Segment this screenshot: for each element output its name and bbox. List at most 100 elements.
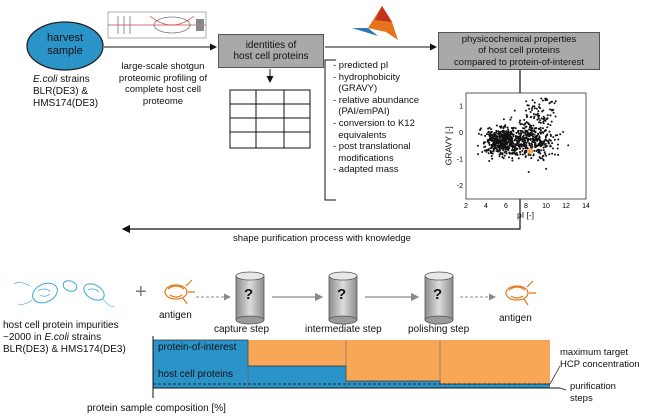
scatter-point — [538, 114, 541, 117]
scatter-point — [504, 124, 507, 127]
hcp-line1: host cell protein impurities — [3, 320, 119, 331]
composition-ylabel: protein sample composition [%] — [87, 403, 226, 414]
scatter-point — [553, 102, 556, 105]
scatter-point — [510, 116, 513, 119]
polishing-column-icon — [424, 271, 454, 325]
scatter-point — [489, 138, 491, 141]
scatter-point — [490, 134, 493, 137]
scatter-point — [503, 151, 506, 154]
scatter-point — [542, 131, 545, 134]
scatter-point — [494, 133, 497, 136]
scatter-point — [492, 150, 494, 153]
scatter-point — [518, 144, 521, 147]
scatter-point — [562, 131, 565, 133]
scatter-point — [529, 111, 532, 113]
scatter-point — [516, 137, 518, 140]
scatter-point — [501, 142, 504, 145]
scatter-point — [537, 150, 540, 153]
ecoli-cells-icon — [13, 280, 116, 308]
scatter-point — [552, 111, 555, 114]
scatter-point — [549, 108, 552, 111]
scatter-point — [521, 140, 524, 143]
scatter-point — [557, 138, 560, 141]
scatter-point — [534, 144, 537, 147]
strains-italic: E.coli — [33, 74, 58, 85]
scatter-point — [537, 132, 540, 135]
scatter-point — [554, 134, 557, 137]
scatter-point — [480, 133, 483, 136]
scatter-point — [492, 142, 495, 145]
scatter-point — [546, 117, 549, 120]
scatter-point — [484, 145, 487, 148]
scatter-point — [532, 140, 535, 143]
scatter-point — [539, 152, 542, 155]
scatter-point — [490, 130, 493, 133]
scatter-point — [533, 129, 536, 132]
scatter-point — [490, 144, 493, 146]
property-item: - predicted pI — [333, 60, 389, 71]
scatter-point — [536, 118, 539, 121]
scatter-point — [537, 110, 540, 113]
hcp-impurities-label: host cell protein impurities ~2000 in E.… — [3, 320, 126, 356]
scatter-point — [549, 145, 552, 148]
scatter-point — [495, 136, 498, 139]
scatter-point — [532, 153, 535, 156]
scatter-point — [497, 145, 499, 148]
scatter-point — [536, 139, 538, 142]
scatter-point — [519, 139, 521, 142]
scatter-point — [514, 149, 517, 152]
scatter-point — [532, 135, 535, 138]
scatter-point — [522, 142, 525, 145]
scatter-point — [514, 145, 516, 148]
scatter-point — [511, 146, 514, 149]
scatter-point — [554, 115, 557, 118]
scatter-point — [488, 141, 491, 144]
scatter-point — [528, 144, 531, 147]
scatter-point — [534, 131, 537, 134]
scatter-point — [503, 154, 506, 157]
scatter-ytick: -1 — [457, 156, 463, 163]
scatter-point — [533, 133, 536, 136]
scatter-point — [490, 145, 493, 148]
scatter-point — [501, 152, 504, 155]
scatter-point — [546, 114, 549, 117]
strains-line1: strains — [57, 74, 90, 85]
strains-label: E.coli strains BLR(DE3) & HMS174(DE3) — [33, 74, 98, 110]
max-target-label: maximum target HCP concentration — [560, 347, 640, 370]
scatter-point — [528, 138, 530, 141]
scatter-xtick: 4 — [484, 203, 488, 210]
physchem-box: physicochemical properties of host cell … — [438, 32, 600, 70]
scatter-point — [548, 102, 551, 105]
scatter-point — [498, 137, 501, 140]
scatter-point — [524, 143, 527, 146]
scatter-point — [531, 107, 534, 109]
scatter-point — [540, 117, 543, 120]
property-item: equivalents — [333, 129, 387, 141]
scatter-point — [548, 130, 551, 133]
scatter-point — [552, 136, 555, 139]
scatter-point — [544, 129, 547, 132]
scatter-point — [533, 149, 536, 152]
scatter-point — [522, 147, 525, 150]
scatter-point — [550, 109, 553, 112]
scatter-point — [507, 128, 510, 131]
scatter-point — [530, 109, 533, 111]
scatter-point — [512, 127, 514, 130]
scatter-point — [538, 136, 541, 139]
scatter-point — [528, 142, 531, 145]
scatter-point — [542, 149, 545, 152]
scatter-point — [549, 124, 552, 127]
scatter-point — [525, 100, 528, 103]
scatter-point — [506, 126, 509, 129]
scatter-xtick: 10 — [542, 203, 550, 210]
scatter-point — [519, 129, 522, 132]
scatter-point — [507, 147, 510, 150]
scatter-point — [539, 129, 542, 132]
composition-chart — [152, 336, 567, 398]
scatter-point — [535, 127, 538, 129]
scatter-point — [490, 139, 493, 142]
scatter-point — [550, 100, 553, 103]
scatter-point — [542, 127, 544, 130]
